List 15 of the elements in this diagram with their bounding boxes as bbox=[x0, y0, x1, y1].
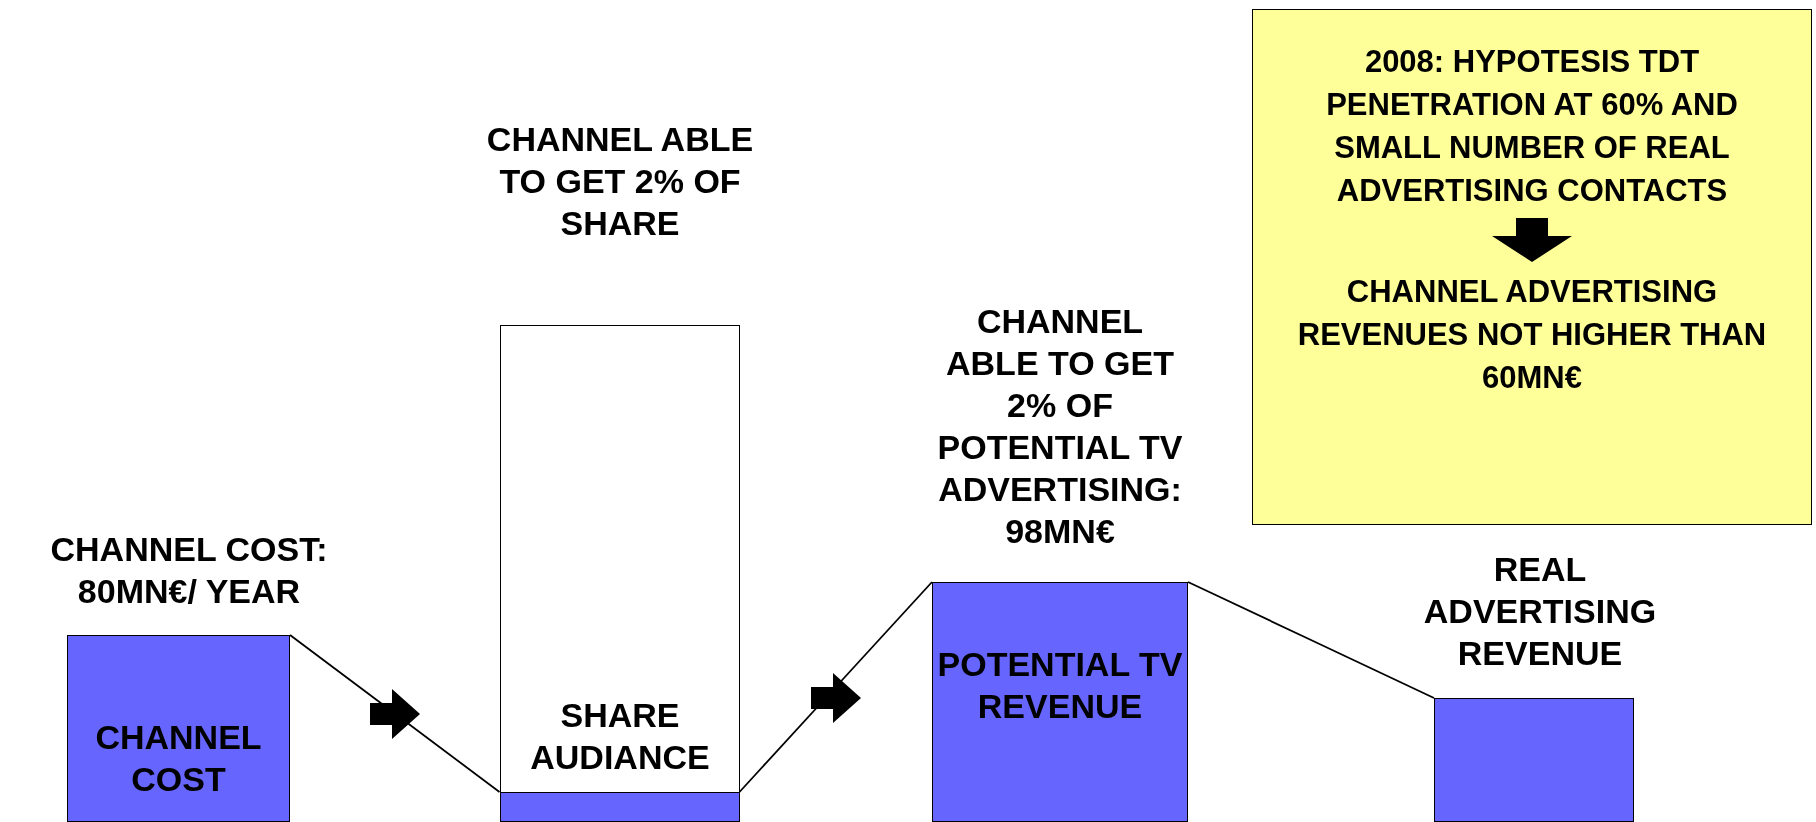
note-text: CHANNEL ADVERTISING REVENUES NOT HIGHER THAN 60MN€ bbox=[1297, 273, 1767, 397]
bar-caption: REAL ADVERTISING REVENUE bbox=[1422, 549, 1658, 674]
share-column bbox=[500, 325, 740, 822]
bar-label: CHANNEL COST bbox=[94, 717, 263, 800]
note-text: 2008: HYPOTESIS TDT PENETRATION AT 60% AND SMALL NUMBER OF REAL ADVERTISING CONTACTS bbox=[1325, 43, 1739, 210]
hypothesis-note bbox=[1252, 9, 1812, 525]
real-revenue-bar bbox=[1434, 698, 1634, 822]
bar-caption: CHANNEL COST: 80MN€/ YEAR bbox=[49, 529, 329, 612]
bar-caption: CHANNEL ABLE TO GET 2% OF SHARE bbox=[485, 119, 755, 244]
bar-label: SHARE AUDIANCE bbox=[529, 695, 711, 778]
revenue-bar bbox=[932, 582, 1188, 822]
cost-bar bbox=[67, 635, 290, 822]
bar-label: POTENTIAL TV REVENUE bbox=[936, 644, 1184, 727]
share-bar bbox=[499, 792, 740, 822]
bar-caption: CHANNEL ABLE TO GET 2% OF POTENTIAL TV ADVERTISING: 98MN€ bbox=[936, 301, 1184, 552]
